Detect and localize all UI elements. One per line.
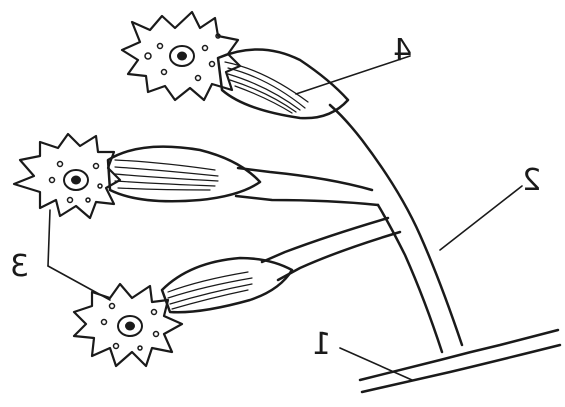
middle-cell xyxy=(14,134,120,218)
leader-line-3a xyxy=(48,210,50,266)
lower-spindle xyxy=(162,258,292,312)
leader-line-2 xyxy=(440,186,522,250)
leader-line-3b xyxy=(48,266,110,300)
lower-cell xyxy=(74,284,182,366)
callout-label-2: 2 xyxy=(522,166,541,196)
main-fiber xyxy=(236,105,560,392)
callout-label-3: 3 xyxy=(10,252,29,282)
callout-label-4: 4 xyxy=(393,36,412,66)
callout-label-1: 1 xyxy=(312,330,331,360)
middle-spindle xyxy=(108,147,260,202)
